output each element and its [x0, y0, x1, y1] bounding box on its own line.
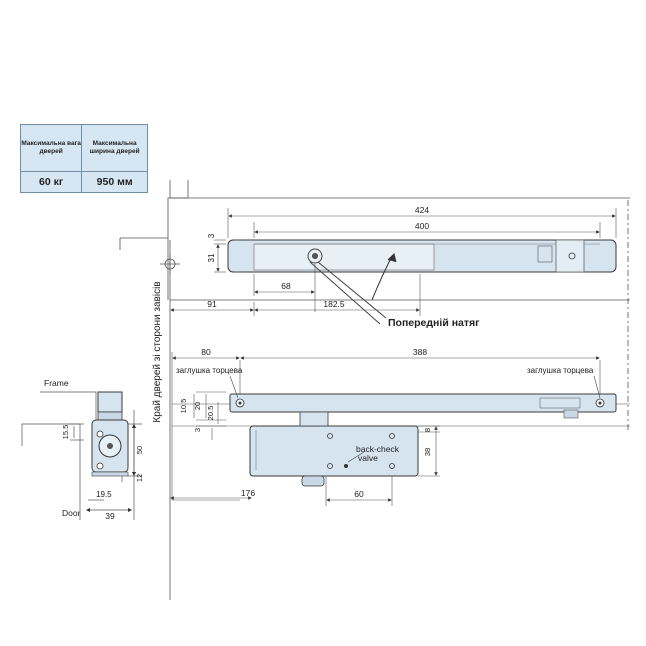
- dim-39: 39: [105, 511, 115, 521]
- dim-176: 176: [241, 488, 255, 498]
- dim-15-5: 15.5: [61, 425, 70, 440]
- side-view-lines: [21, 391, 142, 520]
- end-cap-right-label: заглушка торцева: [527, 366, 594, 375]
- end-cap-left-label: заглушка торцева: [176, 366, 243, 375]
- dim-91: 91: [207, 299, 217, 309]
- side-closer-body: [91, 391, 129, 477]
- dim-8: 8: [423, 428, 432, 432]
- dim-80: 80: [201, 347, 211, 357]
- dim-3-top: 3: [207, 233, 216, 238]
- dim-400: 400: [415, 221, 429, 231]
- dim-12: 12: [135, 474, 144, 482]
- front-closer-body: [249, 411, 419, 487]
- dim-182-5: 182.5: [323, 299, 345, 309]
- back-check-label: back-check: [356, 444, 400, 454]
- front-leaders: [229, 375, 601, 463]
- dim-20-5: 20.5: [206, 406, 215, 421]
- top-view-frame-lines: [119, 180, 630, 600]
- dim-20: 20: [193, 402, 202, 410]
- dim-60: 60: [354, 489, 364, 499]
- dim-3-front: 3: [193, 428, 202, 432]
- hinge-side-label: Край дверей зі сторони завісів: [152, 281, 163, 422]
- dim-10-5: 10.5: [179, 399, 188, 414]
- dim-19-5: 19.5: [96, 490, 112, 499]
- max-weight-header: Максимальна вага дверей: [19, 124, 83, 172]
- dim-68: 68: [281, 281, 291, 291]
- dim-388: 388: [413, 347, 427, 357]
- door-label: Door: [62, 508, 81, 518]
- spec-table: Максимальна вага дверей Максимальна шири…: [19, 124, 148, 193]
- preload-label: Попередній натяг: [388, 317, 480, 329]
- dim-31: 31: [207, 253, 216, 262]
- max-weight-value: 60 кг: [19, 171, 83, 193]
- dim-50: 50: [135, 446, 144, 454]
- valve-label: valve: [358, 453, 378, 463]
- frame-label: Frame: [44, 378, 69, 388]
- max-width-header: Максимальна ширина дверей: [81, 124, 148, 172]
- dim-38: 38: [423, 448, 432, 456]
- max-width-value: 950 мм: [81, 171, 148, 193]
- top-dimension-lines: [170, 208, 617, 316]
- front-slide-rail: [229, 393, 617, 419]
- top-arm: [307, 248, 397, 325]
- dim-424: 424: [415, 205, 429, 215]
- top-slide-rail: [227, 239, 617, 273]
